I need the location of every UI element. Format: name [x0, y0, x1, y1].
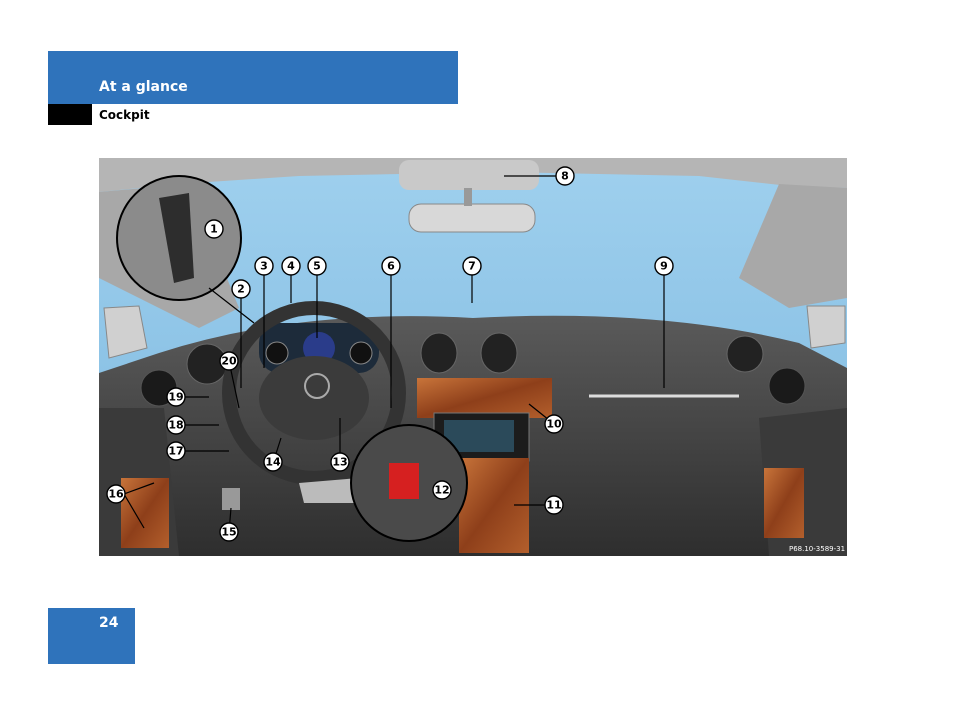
overhead-console — [399, 160, 539, 190]
subsection-marker — [48, 104, 92, 125]
svg-text:7: 7 — [468, 260, 476, 273]
callout-14: 14 — [263, 452, 283, 472]
page-number: 24 — [99, 615, 119, 631]
svg-text:2: 2 — [237, 283, 245, 296]
svg-text:14: 14 — [265, 456, 281, 469]
svg-text:19: 19 — [168, 391, 183, 404]
callout-7: 7 — [462, 256, 482, 276]
callout-17: 17 — [166, 441, 186, 461]
callout-6: 6 — [381, 256, 401, 276]
callout-18: 18 — [166, 415, 186, 435]
callout-1: 1 — [204, 219, 224, 239]
page-number-box — [48, 608, 135, 664]
svg-text:6: 6 — [387, 260, 395, 273]
callout-5: 5 — [307, 256, 327, 276]
rear-view-mirror — [408, 203, 536, 233]
section-header-bar — [48, 51, 458, 104]
svg-text:17: 17 — [168, 445, 183, 458]
callout-4: 4 — [281, 256, 301, 276]
svg-text:3: 3 — [260, 260, 268, 273]
svg-text:13: 13 — [332, 456, 347, 469]
svg-text:20: 20 — [221, 355, 237, 368]
pedal — [222, 488, 240, 510]
side-mirror-left — [103, 305, 148, 359]
roof-frame — [99, 158, 847, 192]
callout-8: 8 — [555, 166, 575, 186]
vent-center-left — [420, 332, 458, 374]
callout-3: 3 — [254, 256, 274, 276]
vent-right — [726, 335, 764, 373]
leader-lines — [123, 175, 665, 533]
svg-text:11: 11 — [546, 499, 561, 512]
callout-12: 12 — [432, 480, 452, 500]
svg-text:9: 9 — [660, 260, 668, 273]
svg-text:10: 10 — [546, 418, 562, 431]
figure-code: P68.10-3589-31 — [789, 545, 845, 553]
vent-center-right — [480, 332, 518, 374]
callout-10: 10 — [544, 414, 564, 434]
callout-15: 15 — [219, 522, 239, 542]
subsection-title: Cockpit — [99, 108, 150, 122]
center-console-upper — [417, 378, 552, 418]
svg-text:5: 5 — [313, 260, 321, 273]
svg-text:18: 18 — [168, 419, 183, 432]
svg-text:4: 4 — [287, 260, 295, 273]
callout-13: 13 — [330, 452, 350, 472]
svg-text:12: 12 — [434, 484, 449, 497]
svg-text:1: 1 — [210, 223, 218, 236]
svg-text:8: 8 — [561, 170, 569, 183]
side-mirror-right — [806, 305, 846, 349]
cockpit-illustration: 1 2 3 4 5 6 7 8 9 10 11 12 13 14 15 16 1… — [99, 158, 847, 556]
callout-20: 20 — [219, 351, 239, 371]
svg-text:15: 15 — [221, 526, 236, 539]
steering-wheel — [222, 301, 406, 485]
callout-16: 16 — [106, 484, 126, 504]
a-pillar-right — [739, 184, 847, 308]
section-title: At a glance — [99, 79, 188, 95]
callout-19: 19 — [166, 387, 186, 407]
callout-2: 2 — [231, 279, 251, 299]
callout-11: 11 — [544, 495, 564, 515]
callout-9: 9 — [654, 256, 674, 276]
multifunction-display — [303, 332, 335, 364]
svg-text:16: 16 — [108, 488, 124, 501]
